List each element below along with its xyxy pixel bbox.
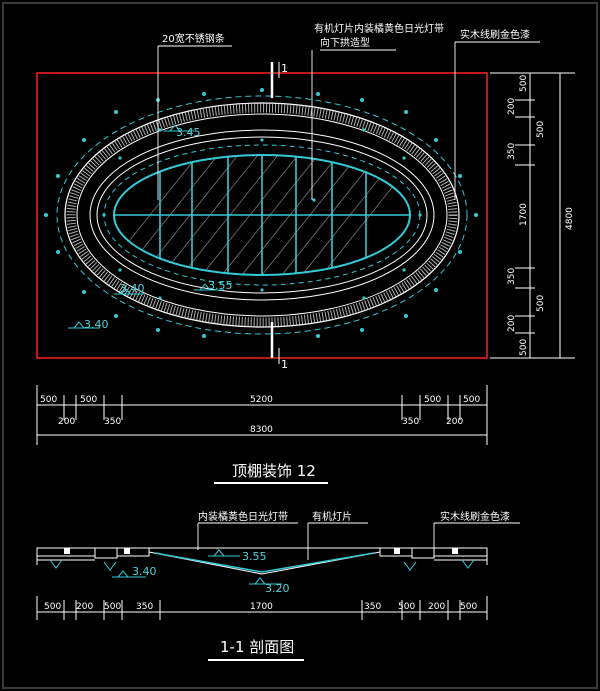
- bottom-dimension-texts: 500 500 5200 500 500 200 350 350 200 830…: [40, 395, 480, 435]
- plan-view: 1 1 20宽不锈钢条 有机灯片内装橘黄色日光灯带 向下拱造型 实木线刷金色漆 …: [36, 22, 575, 484]
- section-level-3-40: 3.40: [132, 565, 157, 578]
- dashed-outer-ellipse: [56, 95, 468, 335]
- section-dimension-texts: 500 200 500 350 1700 350 500 200 500: [44, 602, 477, 612]
- section-leader-lines: [197, 522, 520, 560]
- dim-right-9: 500: [519, 339, 529, 356]
- level-markers: [68, 124, 224, 329]
- label-wood-paint: 实木线刷金色漆: [460, 28, 530, 41]
- ceiling-outline: [36, 72, 488, 359]
- section-label-paint: 实木线刷金色漆: [440, 510, 510, 523]
- section-light-panel-curve: [154, 552, 375, 573]
- section-marker-bottom: [270, 322, 280, 364]
- dim-right-8: 200: [507, 315, 517, 332]
- section-level-3-20: 3.20: [265, 582, 290, 595]
- dim-right-total: 4800: [565, 207, 575, 230]
- section-mark-bottom-label: 1: [281, 358, 288, 371]
- wood-band-outer: [64, 102, 460, 328]
- section-dim-6: 350: [364, 602, 381, 612]
- wood-band-inner: [76, 113, 448, 317]
- downlight-dots: [44, 88, 478, 338]
- dim-bottom-9: 200: [446, 417, 463, 427]
- dim-right-3: 500: [536, 121, 546, 138]
- section-label-lamp: 内装橘黄色日光灯带: [198, 510, 288, 523]
- wood-band-hatch: [66, 103, 458, 327]
- dim-right-2: 200: [507, 98, 517, 115]
- section-dim-2: 200: [76, 602, 93, 612]
- section-level-3-55: 3.55: [242, 550, 267, 563]
- section-dim-4: 350: [136, 602, 153, 612]
- dim-bottom-8: 350: [402, 417, 419, 427]
- level-3-40-a: 3.40: [120, 282, 145, 295]
- dim-bottom-5: 500: [463, 395, 480, 405]
- section-label-organic: 有机灯片: [312, 510, 352, 523]
- dim-bottom-total: 8300: [250, 425, 273, 435]
- dim-bottom-4: 500: [424, 395, 441, 405]
- section-dim-5: 1700: [250, 602, 273, 612]
- dim-bottom-3: 5200: [250, 395, 273, 405]
- section-dim-8: 200: [428, 602, 445, 612]
- section-dim-3: 500: [104, 602, 121, 612]
- section-downlights: [49, 559, 475, 571]
- dim-right-7: 500: [536, 295, 546, 312]
- light-panel-outline: [113, 154, 411, 276]
- dim-bottom-6: 200: [58, 417, 75, 427]
- label-lamp-line2: 向下拱造型: [320, 36, 370, 49]
- section-view: 内装橘黄色日光灯带 有机灯片 实木线刷金色漆: [36, 510, 520, 661]
- dim-right-1: 500: [519, 75, 529, 92]
- label-steel-strip: 20宽不锈钢条: [162, 32, 225, 45]
- dim-bottom-2: 500: [80, 395, 97, 405]
- section-dim-7: 500: [398, 602, 415, 612]
- dim-bottom-1: 500: [40, 395, 57, 405]
- plan-title: 顶棚装饰 12: [232, 462, 316, 480]
- section-title: 1-1 剖面图: [220, 638, 294, 656]
- steel-strip-outer: [89, 129, 435, 301]
- level-3-55: 3.55: [208, 279, 233, 292]
- dim-right-6: 350: [507, 268, 517, 285]
- level-3-45: 3.45: [176, 126, 201, 139]
- label-lamp-line1: 有机灯片内装橘黄色日光灯带: [314, 22, 444, 35]
- section-mark-top-label: 1: [281, 62, 288, 75]
- section-dim-1: 500: [44, 602, 61, 612]
- level-3-40-b: 3.40: [84, 318, 109, 331]
- dim-right-5: 1700: [519, 203, 529, 226]
- right-dimension-lines: [490, 72, 575, 359]
- section-dim-9: 500: [460, 602, 477, 612]
- section-level-markers: [112, 549, 282, 585]
- dim-bottom-7: 350: [104, 417, 121, 427]
- right-dimension-texts: 500 200 500 350 1700 350 500 200 500 480…: [507, 75, 575, 356]
- bottom-dimension-lines: [36, 385, 488, 445]
- section-marker-top: [270, 62, 280, 98]
- section-wood-trim: [64, 548, 458, 554]
- section-dimension-lines: [36, 596, 488, 620]
- dim-right-4: 350: [507, 143, 517, 160]
- steel-strip-inner: [96, 136, 428, 294]
- plan-leader-lines: [157, 41, 540, 200]
